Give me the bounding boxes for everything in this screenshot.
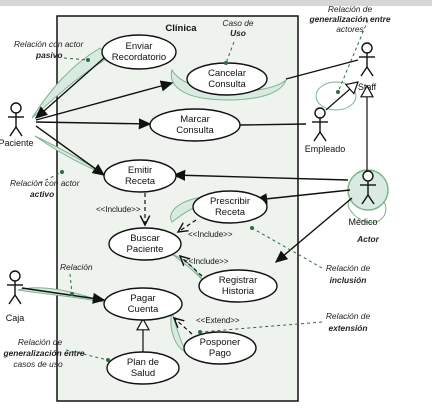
use-case-marcar-consulta[interactable]: Marcar Consulta [149,108,241,142]
use-case-emitir-receta[interactable]: Emitir Receta [103,159,177,193]
actor-paciente [8,102,24,137]
actor-caja-icon [9,270,21,282]
annotation-activo-1: Relación con actor [10,178,81,188]
use-case-posponer-pago-line2: Pago [209,348,231,359]
stereotype-include-1: <<Include>> [96,205,141,214]
use-case-enviar-recordatorio-line2: Recordatorio [112,52,166,63]
use-case-posponer-pago[interactable]: Posponer Pago [183,331,257,365]
actor-paciente-label: Paciente [0,138,34,148]
stereotype-extend: <<Extend>> [196,316,240,325]
actor-empleado-icon [314,107,326,119]
use-case-cancelar-consulta[interactable]: Cancelar Consulta [186,62,268,96]
include-extend-links [145,193,203,335]
use-case-prescribir-receta-line1: Prescribir [210,196,250,207]
actor-staff [359,42,375,77]
use-case-plan-de-salud-line1: Plan de [127,357,159,368]
generalizations [135,81,375,352]
use-case-registrar-historia[interactable]: Registrar Historia [198,269,278,303]
use-case-marcar-consulta-line2: Consulta [176,125,214,136]
annotation-caso-de-uso-2: Uso [230,28,246,38]
use-case-prescribir-receta-line2: Receta [215,207,246,218]
stereotype-include-3: <<Include>> [184,257,229,266]
use-case-cancelar-consulta-line1: Cancelar [208,68,246,79]
annotation-leaders [39,19,369,362]
annotation-gen-casos-3: casos de uso [13,359,63,369]
annotation-extension-2: extensión [328,323,367,333]
use-case-pagar-cuenta-line2: Cuenta [128,304,159,315]
use-case-pagar-cuenta[interactable]: Pagar Cuenta [103,287,183,321]
annotation-extension-1: Relación de [326,311,371,321]
use-case-plan-de-salud[interactable]: Plan de Salud [106,351,180,385]
use-case-enviar-recordatorio[interactable]: Enviar Recordatorio [101,34,177,70]
associations [21,57,359,304]
actor-medico [347,169,389,211]
use-case-prescribir-receta[interactable]: Prescribir Receta [192,190,268,224]
stereotype-include-2: <<Include>> [188,230,233,239]
top-bar [0,0,432,6]
annotation-gen-actores-3: actores [336,24,364,34]
actor-medico-label: Médico [348,217,377,227]
use-case-enviar-recordatorio-line1: Enviar [126,41,153,52]
use-case-buscar-paciente-line1: Buscar [130,233,160,244]
use-case-buscar-paciente-line2: Paciente [127,244,164,255]
use-case-buscar-paciente[interactable]: Buscar Paciente [108,227,182,261]
use-case-posponer-pago-line1: Posponer [200,337,241,348]
actor-empleado [312,107,328,142]
annotation-inclusion-1: Relación de [326,263,371,273]
annotation-gen-casos-1: Relación de [18,337,63,347]
annotation-caso-de-uso-1: Caso de [222,18,254,28]
annotation-pasivo-2: pasivo [35,50,63,60]
system-title: Clínica [165,23,197,34]
use-case-emitir-receta-line1: Emitir [128,165,152,176]
use-case-marcar-consulta-line1: Marcar [180,114,210,125]
use-case-registrar-historia-line2: Historia [222,286,255,297]
actor-staff-icon [361,42,373,54]
annotation-gen-actores-1: Relación de [328,4,373,14]
annotation-relacion: Relación [60,262,93,272]
actor-paciente-icon [10,102,22,114]
actor-medico-icon [362,170,374,182]
annotation-actor: Actor [356,234,380,244]
use-case-registrar-historia-line1: Registrar [219,275,258,286]
annotation-gen-actores-2: generalización entre [309,14,391,24]
actor-caja-label: Caja [6,313,25,323]
annotation-pasivo-1: Relación con actor [14,39,85,49]
use-case-cancelar-consulta-line2: Consulta [208,79,246,90]
use-case-pagar-cuenta-line1: Pagar [130,293,155,304]
annotation-inclusion-2: inclusión [330,275,367,285]
use-case-plan-de-salud-line2: Salud [131,368,155,379]
actor-empleado-label: Empleado [305,144,346,154]
annotation-gen-casos-2: generalización entre [3,348,85,358]
annotation-activo-2: activo [30,189,54,199]
use-case-emitir-receta-line2: Receta [125,176,156,187]
actor-caja [7,270,23,305]
